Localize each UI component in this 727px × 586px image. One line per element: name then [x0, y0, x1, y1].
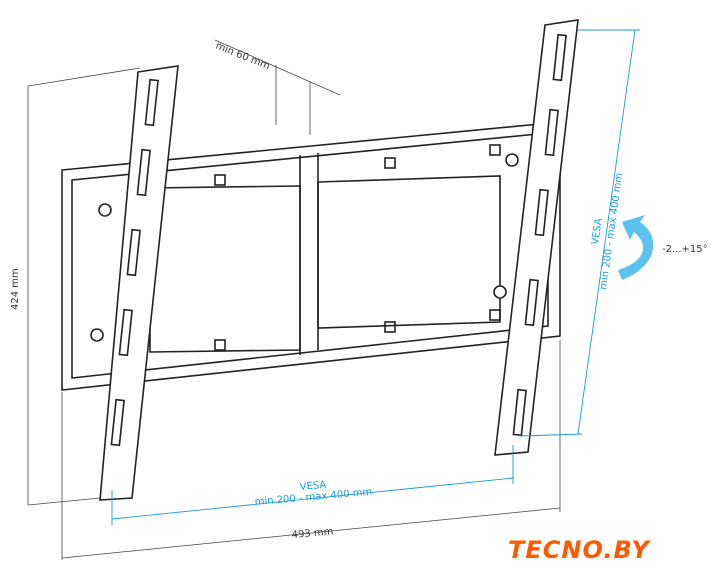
- tecno-by-logo: TECNO.BY: [508, 536, 650, 564]
- wall-plate: [61, 121, 561, 391]
- min-offset-label: min 60 mm: [214, 41, 271, 73]
- left-vertical-arm: [90, 65, 179, 501]
- height-label: 424 mm: [10, 268, 21, 310]
- tilt-range-label: -2...+15°: [662, 244, 708, 255]
- vesa-h-title: VESA: [299, 480, 327, 493]
- dimension-lines: [27, 39, 561, 560]
- width-label: 493 mm: [291, 526, 334, 541]
- right-vertical-arm: [493, 19, 579, 456]
- vesa-v-title: VESA: [590, 217, 605, 245]
- vesa-dimension-lines: [111, 29, 640, 525]
- tilt-arrow-icon: [618, 215, 654, 280]
